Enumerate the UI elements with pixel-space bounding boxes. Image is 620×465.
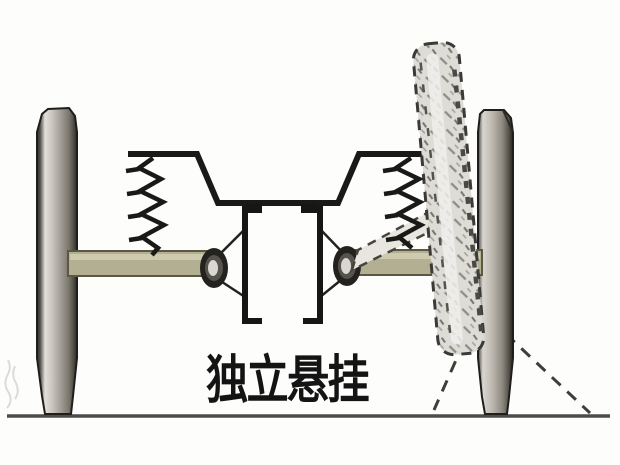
right-wheel-chamfer-line bbox=[502, 109, 513, 131]
frame-leg-left bbox=[242, 206, 262, 324]
axle-left-highlight bbox=[70, 254, 206, 260]
coil-spring-left bbox=[125, 156, 169, 257]
control-arm-lines bbox=[215, 228, 347, 299]
ghost-wheel bbox=[411, 41, 486, 357]
chassis-frame bbox=[128, 151, 427, 206]
axle-right-highlight bbox=[352, 253, 480, 259]
frame-leg-right-tab bbox=[301, 204, 317, 213]
caption-label: 独立悬挂 bbox=[206, 352, 369, 410]
left-wheel bbox=[36, 106, 78, 415]
coil-spring-right bbox=[382, 156, 426, 250]
frame-legs bbox=[242, 206, 323, 324]
frame-leg-right bbox=[303, 206, 323, 324]
pivot-joint-left bbox=[200, 248, 228, 288]
right-wheel bbox=[477, 109, 514, 415]
frame-leg-left-tab bbox=[246, 204, 262, 213]
axle bbox=[67, 249, 483, 277]
pivot-joint-right bbox=[333, 246, 361, 286]
watermark bbox=[4, 359, 19, 409]
